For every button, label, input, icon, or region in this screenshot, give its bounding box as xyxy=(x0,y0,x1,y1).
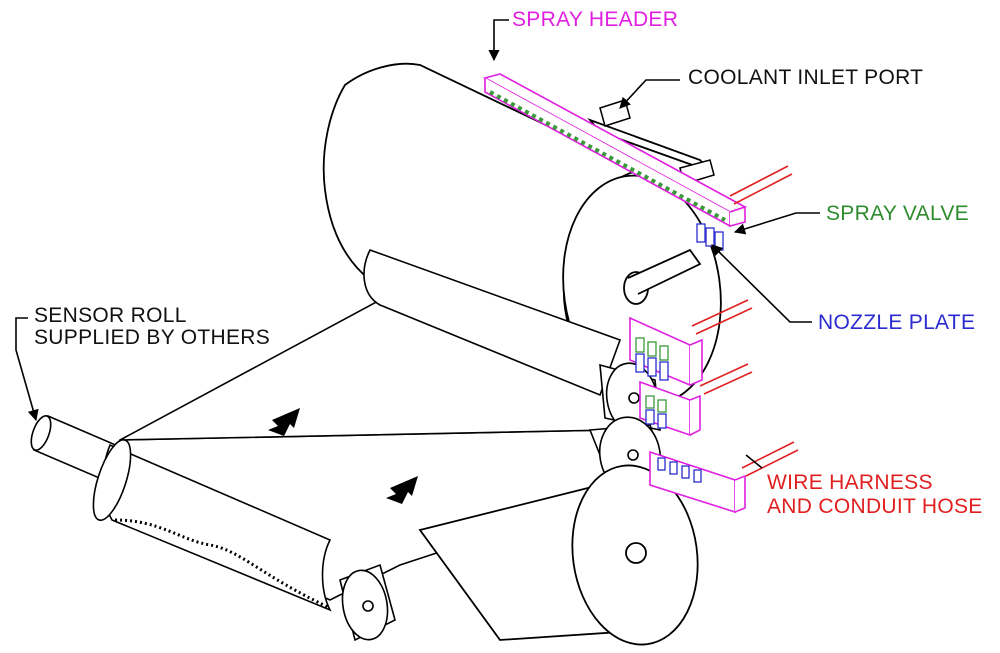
nozzle-plate-label: NOZZLE PLATE xyxy=(818,311,976,334)
metal-strip xyxy=(92,299,693,612)
nozzle-plate-leader xyxy=(711,244,812,323)
backup-roll xyxy=(363,249,622,397)
sensor-roll-label-line1: SENSOR ROLL xyxy=(34,304,187,327)
coolant-inlet-port-label: COOLANT INLET PORT xyxy=(688,66,924,89)
spray-header-top xyxy=(482,73,748,228)
wire-harness-label-line2: AND CONDUIT HOSE xyxy=(767,495,983,518)
wire-harness-leader xyxy=(745,454,763,469)
spray-valve-label: SPRAY VALVE xyxy=(826,202,969,225)
strip-direction-arrows xyxy=(268,408,418,504)
spray-header-label: SPRAY HEADER xyxy=(512,8,679,31)
strip-guide-roll xyxy=(339,563,396,642)
sensor-roll xyxy=(30,414,120,482)
bottom-backup-roll xyxy=(418,464,699,646)
wire-harness-label-line1: WIRE HARNESS xyxy=(767,471,933,494)
sensor-roll-leader xyxy=(15,317,39,422)
leader-lines xyxy=(15,19,820,469)
spray-valves-middle xyxy=(635,337,669,413)
nozzle-plate-middle xyxy=(635,353,702,483)
spray-valve-leader xyxy=(733,212,820,235)
spray-header-leader xyxy=(488,19,509,62)
sensor-roll-label-line2: SUPPLIED BY OTHERS xyxy=(34,326,271,349)
coolant-inlet-leader xyxy=(619,79,680,109)
wire-harness-hoses xyxy=(691,165,799,477)
